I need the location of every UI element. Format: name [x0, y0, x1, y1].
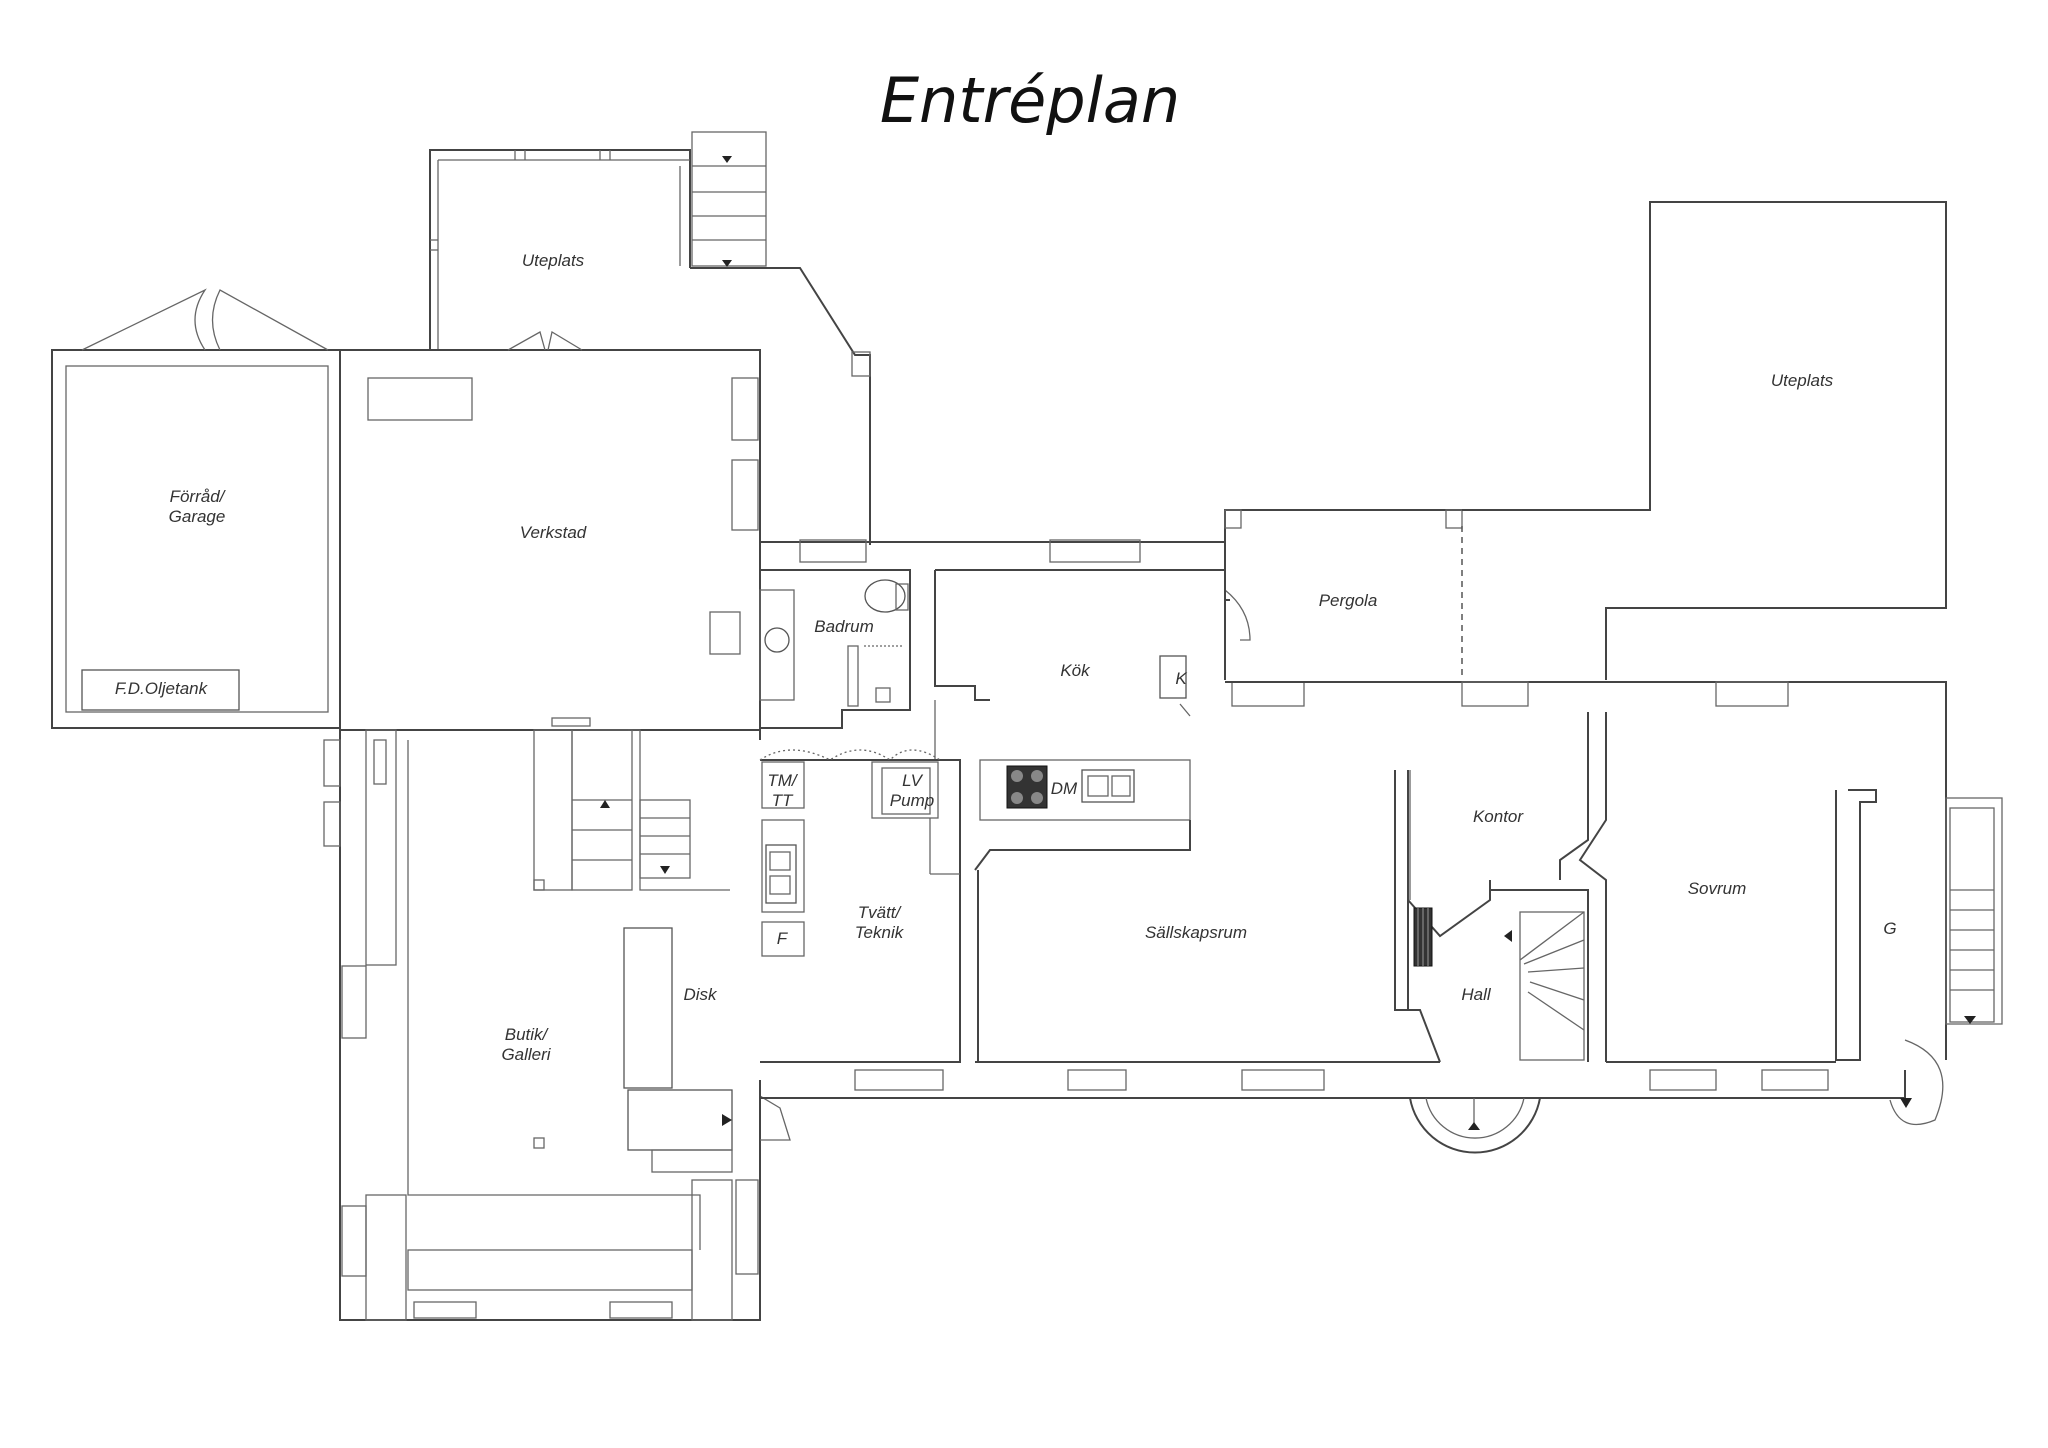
label-badrum: Badrum — [814, 617, 874, 636]
room-labels: Uteplats Uteplats Förråd/ Garage F.D.Olj… — [115, 251, 1897, 1064]
label-lvpump-2: Pump — [890, 791, 934, 810]
label-verkstad: Verkstad — [520, 523, 587, 542]
label-uteplats-east: Uteplats — [1771, 371, 1834, 390]
east-stair — [1945, 797, 2003, 1025]
hall — [1409, 889, 1589, 1154]
shop — [323, 717, 791, 1321]
label-butik: Butik/ — [505, 1025, 550, 1044]
north-terrace — [429, 149, 871, 545]
bathroom — [759, 569, 911, 729]
kitchen — [934, 569, 1251, 821]
label-tvatt-2: Teknik — [855, 923, 905, 942]
north-stair — [679, 131, 767, 267]
label-kontor: Kontor — [1473, 807, 1524, 826]
label-galleri: Galleri — [501, 1045, 551, 1064]
bedroom — [1578, 712, 1836, 1063]
label-lvpump-1: LV — [902, 771, 924, 790]
label-k: K — [1175, 669, 1187, 688]
garage — [51, 288, 341, 729]
east-terrace — [1462, 201, 1947, 680]
label-hall: Hall — [1461, 985, 1492, 1004]
plan-title: Entréplan — [880, 64, 1180, 137]
label-kok: Kök — [1060, 661, 1091, 680]
label-tmtt-2: TT — [772, 791, 794, 810]
fireplace — [1413, 907, 1433, 967]
living-room — [974, 770, 1441, 1063]
label-sallskapsrum: Sällskapsrum — [1145, 923, 1247, 942]
label-forrad: Förråd/ — [170, 487, 227, 506]
label-dm: DM — [1051, 779, 1078, 798]
label-g: G — [1883, 919, 1896, 938]
label-garage: Garage — [169, 507, 226, 526]
laundry — [759, 749, 961, 1063]
label-f: F — [777, 929, 789, 948]
label-sovrum: Sovrum — [1688, 879, 1747, 898]
main-block — [759, 681, 1947, 1099]
label-tvatt-1: Tvätt/ — [858, 903, 903, 922]
wardrobe — [1835, 789, 1944, 1126]
office — [1407, 712, 1589, 1010]
label-oljetank: F.D.Oljetank — [115, 679, 209, 698]
label-tmtt-1: TM/ — [767, 771, 799, 790]
label-disk: Disk — [683, 985, 718, 1004]
label-pergola: Pergola — [1319, 591, 1378, 610]
label-uteplats-north: Uteplats — [522, 251, 585, 270]
